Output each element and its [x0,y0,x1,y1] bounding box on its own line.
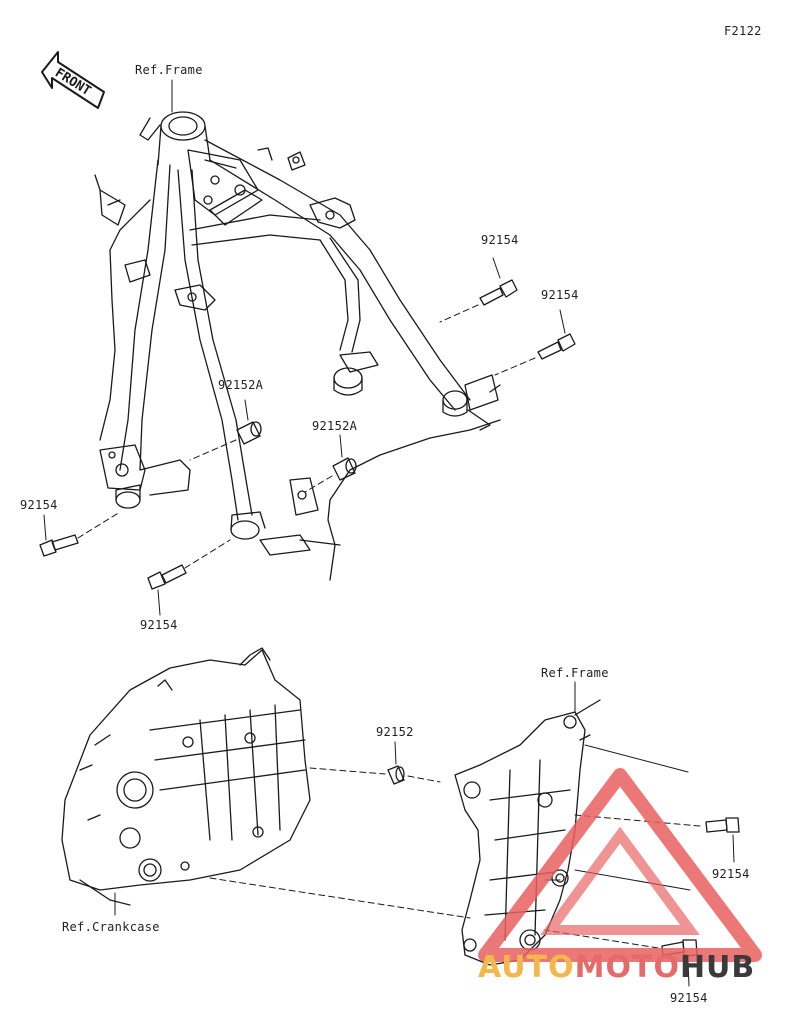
bolt-92154-upper-right-1 [439,257,518,323]
part-label-92152: 92152 [376,725,414,739]
ref-crankcase-label: Ref.Crankcase [62,920,160,934]
automotohub-logo-icon [478,768,762,962]
bolt-92154-upper-right-2 [494,309,576,376]
watermark-part-3: HUB [679,950,756,985]
frame-drawing [94,111,501,581]
bolt-92154-lower-middle [147,539,231,616]
part-label-92154: 92154 [670,991,708,1005]
washer-92152a-2 [304,434,357,493]
part-label-92152a: 92152A [312,419,358,433]
bolt-92154-lower-left [39,511,121,557]
part-label-92152a: 92152A [218,378,264,392]
part-label-92154: 92154 [541,288,579,302]
front-arrow-icon: FRONT [41,51,105,109]
watermark-part-1: AUTO [478,950,575,985]
washer-92152 [309,741,441,785]
watermark-part-2: MOTO [574,950,680,985]
part-label-92154: 92154 [712,867,750,881]
diagram-code: F2122 [724,24,762,38]
part-label-92154: 92154 [140,618,178,632]
crankcase-drawing [61,647,311,916]
watermark: AUTOMOTOHUB [478,950,755,985]
ref-frame-top-label: Ref.Frame [135,63,203,77]
frame-plate-drawing [454,699,601,966]
washer-92152a-1 [189,399,262,461]
part-label-92154: 92154 [481,233,519,247]
part-label-92154: 92154 [20,498,58,512]
ref-frame-bottom-label: Ref.Frame [541,666,609,680]
